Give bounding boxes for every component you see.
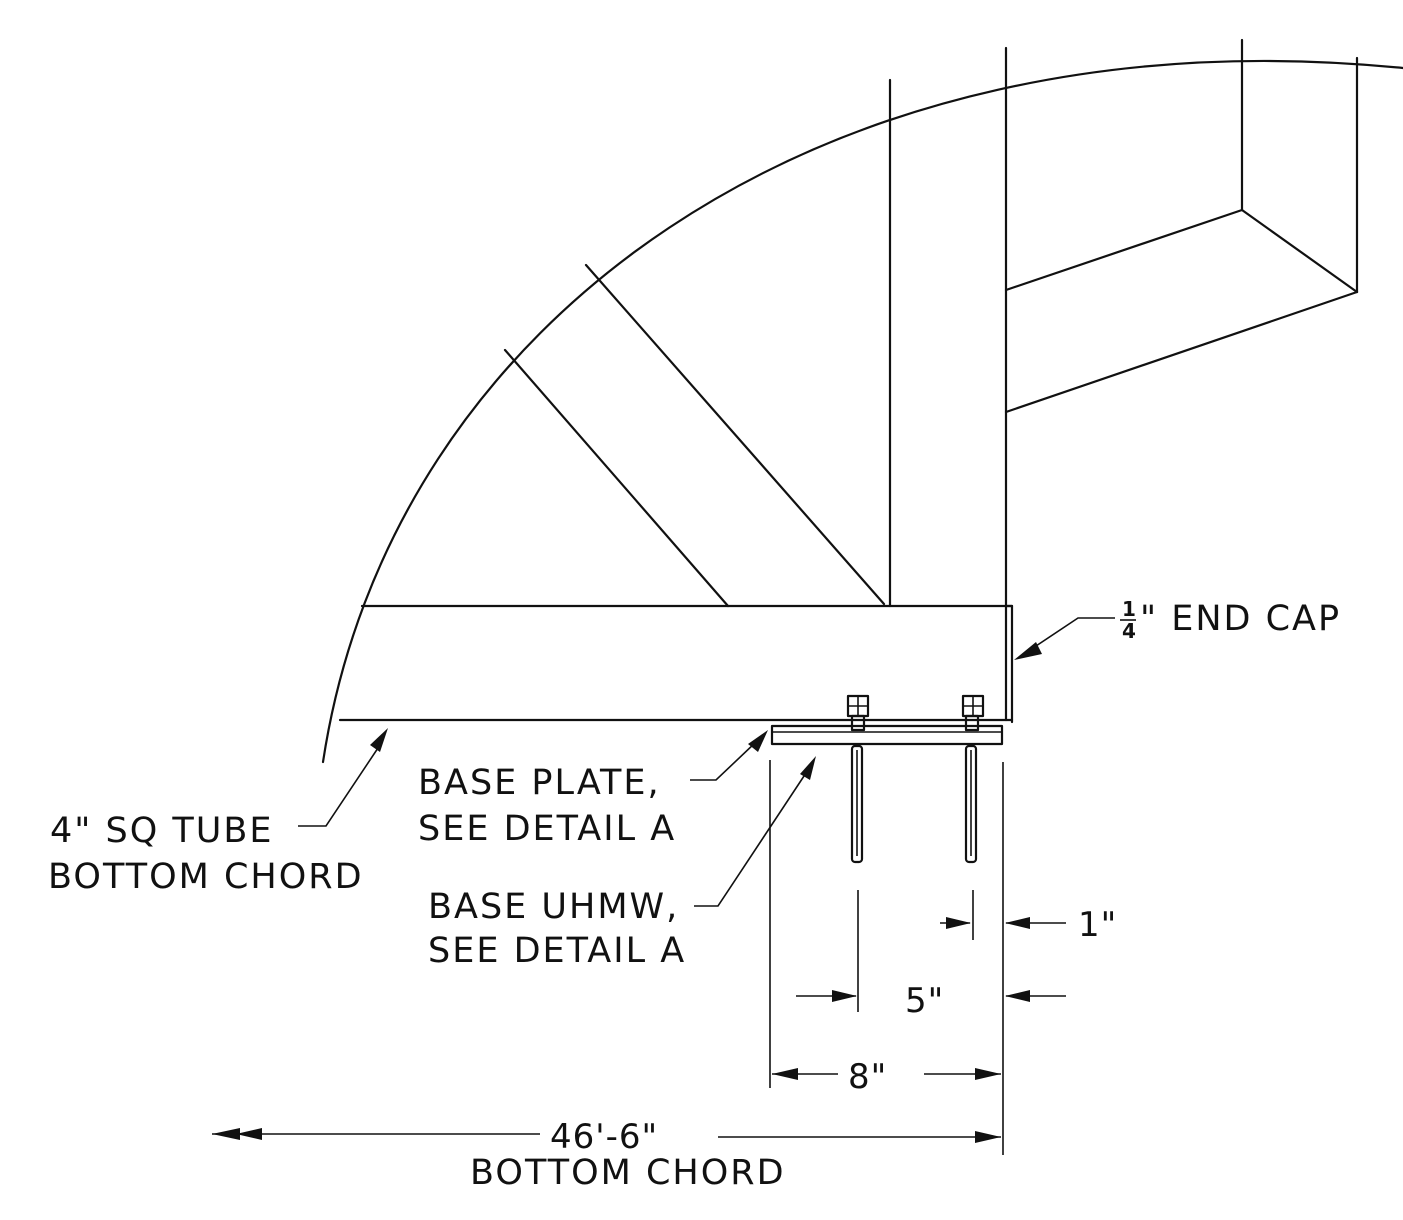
base-plate (770, 724, 1004, 746)
dimension-extension-lines (769, 760, 1004, 1155)
tube-label-line2: BOTTOM CHORD (48, 857, 364, 897)
bottom-chord-tube (338, 604, 1014, 722)
end-cap-plate (1004, 604, 1014, 724)
end-cap-label: " END CAP (1140, 599, 1341, 639)
dimension-chord-length-caption: BOTTOM CHORD (470, 1153, 786, 1193)
tube-leader (298, 728, 388, 827)
anchor-bolt-left (846, 694, 870, 864)
dimension-8in (772, 1068, 1001, 1080)
base-plate-label-line1: BASE PLATE, (418, 763, 661, 803)
base-plate-leader (690, 730, 768, 781)
vertical-post (888, 46, 1008, 608)
dimension-5in (796, 990, 1066, 1002)
base-uhmw-label-line1: BASE UHMW, (428, 887, 679, 927)
dimension-5in-label: 5" (905, 981, 944, 1021)
dimension-chord-length-label: 46'-6" (550, 1117, 658, 1157)
diagonal-brace (503, 263, 886, 608)
dimension-1in-label: 1" (1078, 905, 1117, 945)
base-uhmw-leader (694, 756, 816, 907)
base-plate-label-line2: SEE DETAIL A (418, 809, 676, 849)
roof-box-member (1004, 38, 1359, 414)
tube-label-line1: 4" SQ TUBE (50, 811, 274, 851)
dimension-1in (940, 917, 1066, 929)
anchor-bolt-right (961, 694, 985, 864)
base-uhmw-label-line2: SEE DETAIL A (428, 931, 686, 971)
end-cap-fraction-numerator: 1 (1122, 597, 1136, 621)
dimension-8in-label: 8" (848, 1057, 887, 1097)
dimension-chord-length (212, 1128, 1001, 1143)
end-cap-leader (1014, 617, 1115, 660)
end-cap-fraction-denominator: 4 (1122, 619, 1136, 643)
arch-top-chord (321, 59, 1403, 764)
